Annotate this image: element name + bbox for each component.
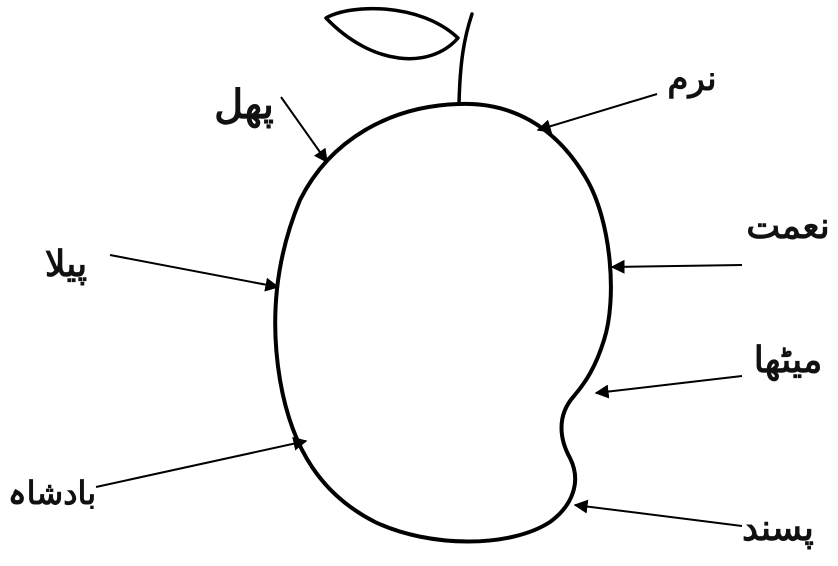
arrow-peela xyxy=(110,255,278,287)
arrow-naram xyxy=(538,94,657,130)
label-naram: نرم xyxy=(667,59,716,99)
leaf-shape xyxy=(326,9,458,59)
label-peela: پیلا xyxy=(45,243,87,285)
label-phal: پھل xyxy=(214,81,274,129)
arrow-meetha xyxy=(596,376,742,393)
stem-line xyxy=(459,14,472,104)
arrow-naimat xyxy=(612,265,742,267)
label-badshah: بادشاہ xyxy=(8,474,96,512)
label-naimat: نعمت xyxy=(746,205,830,247)
arrow-pasand xyxy=(575,505,742,526)
label-meetha: میٹھا xyxy=(754,339,823,382)
label-pasand: پسند xyxy=(742,507,814,549)
arrow-phal xyxy=(281,97,327,162)
arrow-badshah xyxy=(96,441,306,487)
mango-outline xyxy=(275,104,611,542)
